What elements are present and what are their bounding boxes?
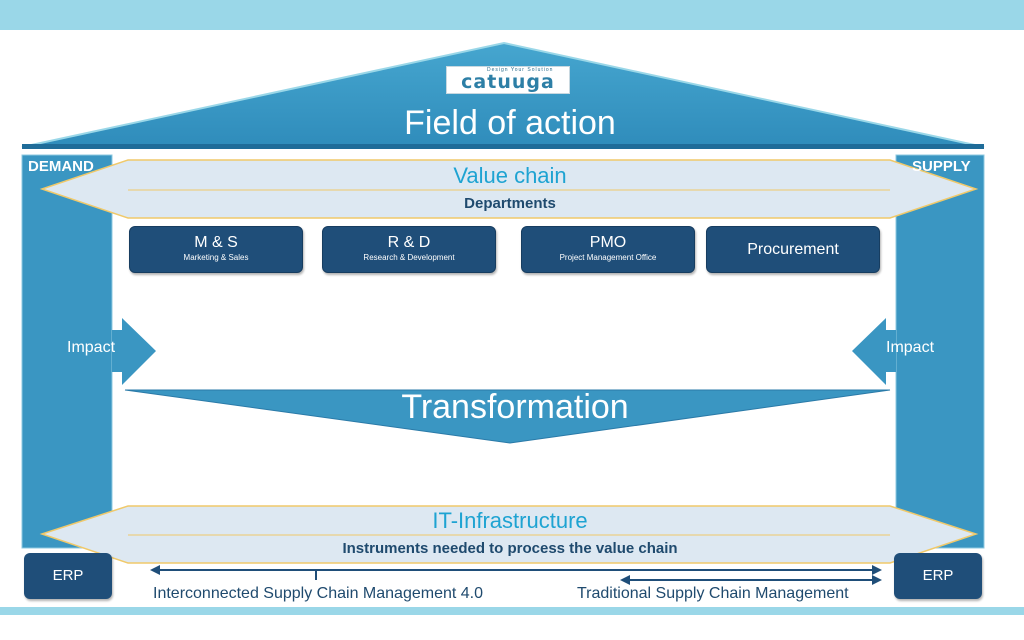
interconnected-arrow xyxy=(150,565,882,580)
left-impact-label: Impact xyxy=(67,339,116,356)
right-impact-label: Impact xyxy=(886,339,935,356)
value-chain-arrow xyxy=(39,159,979,219)
logo-wordmark: catuuga xyxy=(461,71,555,93)
department-marketing-sales: M & S Marketing & Sales xyxy=(129,226,303,273)
catuuga-logo: Design Your Solution catuuga xyxy=(446,66,570,94)
traditional-scm-label: Traditional Supply Chain Management xyxy=(577,585,849,602)
right-impact-arrow xyxy=(852,318,896,385)
departments-subtitle: Departments xyxy=(464,195,556,212)
supply-label: SUPPLY xyxy=(912,158,971,175)
erp-right-box: ERP xyxy=(894,553,982,599)
bottom-bar xyxy=(0,607,1024,615)
department-name: PMO xyxy=(589,234,627,251)
erp-left-box: ERP xyxy=(24,553,112,599)
department-subtitle: Marketing & Sales xyxy=(183,253,249,262)
department-name: M & S xyxy=(194,234,238,251)
demand-column xyxy=(21,154,113,549)
traditional-arrow xyxy=(620,575,882,585)
department-procurement: Procurement xyxy=(706,226,880,273)
department-name: Procurement xyxy=(747,241,839,258)
department-subtitle: Research & Development xyxy=(363,253,455,262)
department-subtitle: Project Management Office xyxy=(559,253,657,262)
interconnected-scm-label: Interconnected Supply Chain Management 4… xyxy=(153,585,483,602)
roof-base-line xyxy=(22,144,984,149)
demand-label: DEMAND xyxy=(28,158,94,175)
transformation-title: Transformation xyxy=(401,388,629,426)
department-pmo: PMO Project Management Office xyxy=(521,226,695,273)
value-chain-title: Value chain xyxy=(453,163,567,188)
field-of-action-title: Field of action xyxy=(404,104,616,142)
department-name: R & D xyxy=(387,234,431,251)
top-bar xyxy=(0,0,1024,30)
it-infrastructure-subtitle: Instruments needed to process the value … xyxy=(342,540,678,557)
left-impact-arrow xyxy=(112,318,156,385)
logo-tagline: Design Your Solution xyxy=(487,67,554,73)
supply-column xyxy=(895,154,985,549)
department-research-development: R & D Research & Development xyxy=(322,226,496,273)
transformation-chevron xyxy=(124,389,891,444)
it-infrastructure-title: IT-Infrastructure xyxy=(432,508,588,533)
